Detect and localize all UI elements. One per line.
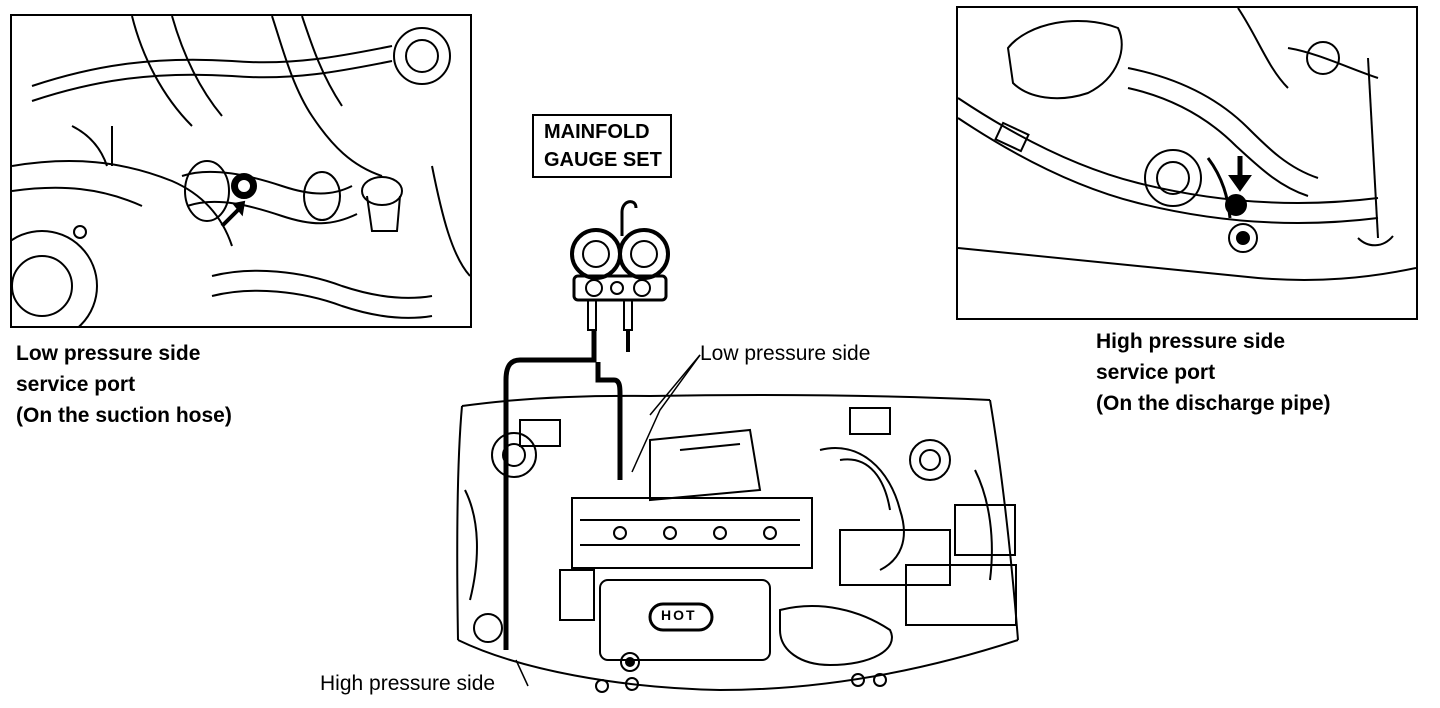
- cylinder-head: [571, 497, 813, 569]
- low-port-caption-line3: (On the suction hose): [16, 404, 232, 427]
- air-filter-box: [905, 564, 1017, 626]
- low-port-caption-line2: service port: [16, 373, 136, 396]
- hot-badge: HOT: [661, 607, 697, 623]
- high-port-caption: High pressure side service port (On the …: [1096, 326, 1331, 419]
- high-port-illustration: [958, 8, 1416, 281]
- gauge-set-label: MAINFOLD GAUGE SET: [532, 114, 672, 178]
- low-port-caption-line1: Low pressure side: [16, 342, 201, 365]
- high-pressure-hose: [503, 330, 597, 650]
- gauge-set-label-line1: MAINFOLD: [544, 121, 650, 143]
- gauge-set-label-line2: GAUGE SET: [544, 149, 662, 171]
- high-pressure-hose-label: High pressure side: [320, 672, 496, 695]
- manifold-gauge-icon: [570, 228, 670, 331]
- high-port-caption-line1: High pressure side: [1096, 330, 1286, 353]
- high-port-inset: [956, 6, 1418, 320]
- low-port-inset: [10, 14, 472, 328]
- battery: [954, 504, 1016, 556]
- high-port-caption-line3: (On the discharge pipe): [1096, 392, 1331, 415]
- low-port-illustration: [12, 16, 470, 326]
- valve-cover: [599, 579, 771, 661]
- low-pressure-hose-label: Low pressure side: [700, 342, 871, 365]
- gauge-hook: [620, 200, 638, 236]
- low-pressure-hose: [595, 362, 623, 480]
- hood-outline: [461, 394, 991, 407]
- low-port-caption: Low pressure side service port (On the s…: [16, 338, 232, 431]
- high-port-caption-line2: service port: [1096, 361, 1216, 384]
